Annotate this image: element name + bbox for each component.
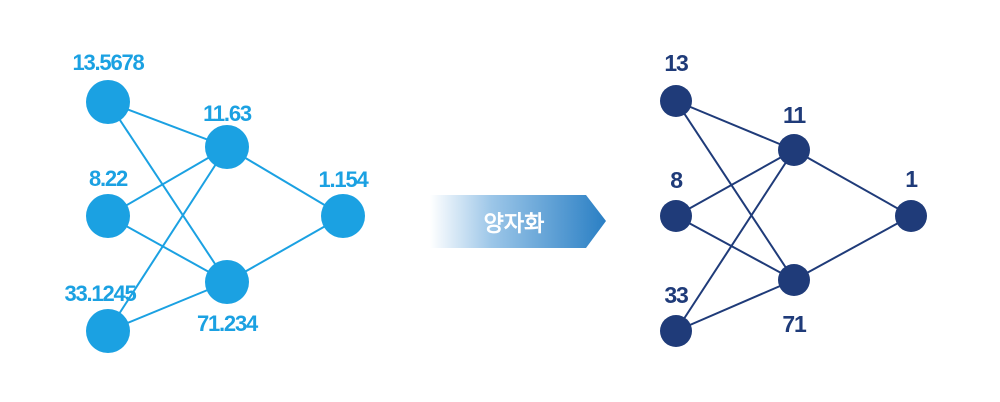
quantized-output-value: 1 [905,166,918,192]
float-input-2-value: 8.22 [88,166,128,191]
quantized-input-node-3 [660,315,692,347]
float-hidden-node-1 [205,125,249,169]
float-hidden-2-value: 71.234 [196,311,258,336]
float-hidden-node-2 [205,260,249,304]
quantized-network-edges [675,100,912,332]
quantized-input-1-value: 13 [664,50,688,76]
float-output-value: 1.154 [318,167,368,192]
float-output-node [321,194,365,238]
float-input-3-value: 33.1245 [64,281,136,306]
quantized-hidden-2-value: 71 [782,311,806,337]
quantization-label: 양자화 [483,211,545,237]
quantized-hidden-node-1 [778,134,810,166]
float-input-node-1 [86,80,130,124]
float-input-node-2 [86,194,130,238]
float-input-1-value: 13.5678 [72,50,144,75]
quantization-arrow-shape [430,195,606,248]
quantized-hidden-1-value: 11 [783,102,806,128]
quantized-network-nodes [660,85,927,347]
float-network-nodes [86,80,365,353]
quantized-input-3-value: 33 [664,282,688,308]
quantized-input-node-2 [660,200,692,232]
quantized-input-2-value: 8 [670,167,683,193]
float-hidden-1-value: 11.63 [203,101,252,126]
quantized-input-node-1 [660,85,692,117]
quantized-output-node [895,200,927,232]
quantized-hidden-node-2 [778,264,810,296]
quantization-arrow: 양자화 [430,195,606,248]
float-input-node-3 [86,309,130,353]
